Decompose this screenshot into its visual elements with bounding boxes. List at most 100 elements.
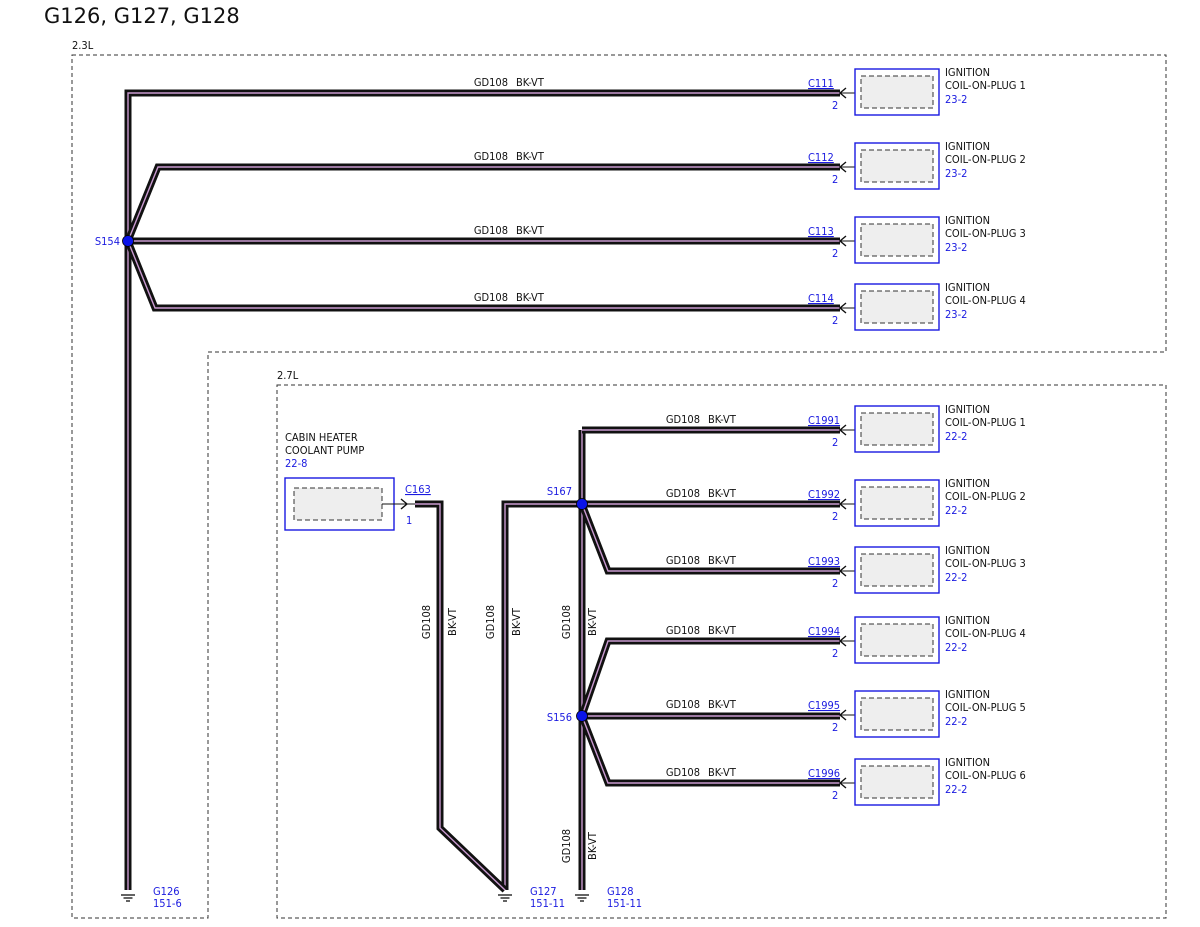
- pin-label: 2: [832, 247, 838, 260]
- splice-s154-label: S154: [95, 235, 120, 248]
- region-label-2-7l: 2.7L: [277, 369, 299, 382]
- pin-label: 2: [832, 436, 838, 449]
- wire-label-27-5-color: BK-VT: [708, 698, 737, 711]
- connector-label: C114: [808, 292, 834, 305]
- pin-label: 2: [832, 173, 838, 186]
- wire-label-23-2-circuit: GD108: [474, 150, 508, 163]
- component-name-line2: COIL-ON-PLUG 6: [945, 769, 1026, 782]
- wire-label-s167-vert-color: BK-VT: [510, 607, 523, 636]
- connector-label: C1992: [808, 488, 840, 501]
- wire-label-pump-vert-color: BK-VT: [446, 607, 459, 636]
- wire-label-23-3-circuit: GD108: [474, 224, 508, 237]
- component-name-line2: COIL-ON-PLUG 2: [945, 153, 1026, 166]
- ground-g128-id: G128: [607, 885, 634, 898]
- component-name-line1: IGNITION: [945, 281, 990, 294]
- pump-connector-label: C163: [405, 483, 431, 496]
- wire-gd108-c1996: [578, 714, 840, 787]
- wire-label-27-2-circuit: GD108: [666, 487, 700, 500]
- component-name-line2: COIL-ON-PLUG 3: [945, 227, 1026, 240]
- wire-gd108-c163-g127: [415, 500, 508, 893]
- pin-label: 2: [832, 577, 838, 590]
- component-name-line1: IGNITION: [945, 403, 990, 416]
- wire-label-23-4-color: BK-VT: [516, 291, 545, 304]
- wire-label-27-1-color: BK-VT: [708, 413, 737, 426]
- component-name-line1: IGNITION: [945, 66, 990, 79]
- connector-label: C1995: [808, 699, 840, 712]
- connector-label: C112: [808, 151, 834, 164]
- wire-label-27-6-color: BK-VT: [708, 766, 737, 779]
- wire-label-23-4-circuit: GD108: [474, 291, 508, 304]
- wire-label-27-5-circuit: GD108: [666, 698, 700, 711]
- wire-label-trunk-vert-upper-color: BK-VT: [586, 607, 599, 636]
- pin-label: 2: [832, 314, 838, 327]
- wire-gd108-s167-g127: [501, 500, 582, 890]
- splice-s167-label: S167: [547, 485, 572, 498]
- component-ref: 22-2: [945, 430, 967, 443]
- splice-s154: S154: [95, 235, 134, 248]
- component-name-line2: COIL-ON-PLUG 4: [945, 294, 1026, 307]
- component-name-line1: IGNITION: [945, 214, 990, 227]
- component-ref: 22-2: [945, 504, 967, 517]
- component-ref: 22-2: [945, 715, 967, 728]
- wire-gd108-c112: [124, 163, 840, 243]
- connector-label: C1991: [808, 414, 840, 427]
- wire-gd108-c1993: [578, 502, 840, 575]
- connector-label: C113: [808, 225, 834, 238]
- wire-label-27-6-circuit: GD108: [666, 766, 700, 779]
- component-name-line2: COIL-ON-PLUG 1: [945, 416, 1026, 429]
- component-ref: 23-2: [945, 308, 967, 321]
- wire-gd108-c111: [124, 89, 840, 890]
- component-ref: 22-2: [945, 571, 967, 584]
- pin-label: 2: [832, 510, 838, 523]
- component-name-line2: COIL-ON-PLUG 1: [945, 79, 1026, 92]
- splice-s156-label: S156: [547, 711, 572, 724]
- splice-s167: S167: [547, 485, 588, 510]
- wire-label-23-2-color: BK-VT: [516, 150, 545, 163]
- component-name-line2: COIL-ON-PLUG 4: [945, 627, 1026, 640]
- component-name-line1: IGNITION: [945, 477, 990, 490]
- component-name-line2: COIL-ON-PLUG 2: [945, 490, 1026, 503]
- wire-label-23-3-color: BK-VT: [516, 224, 545, 237]
- component-name-line2: COIL-ON-PLUG 3: [945, 557, 1026, 570]
- component-name-line1: IGNITION: [945, 544, 990, 557]
- wire-label-27-3-color: BK-VT: [708, 554, 737, 567]
- splice-s156: S156: [547, 710, 588, 724]
- wire-label-27-1-circuit: GD108: [666, 413, 700, 426]
- component-name-line1: IGNITION: [945, 614, 990, 627]
- wire-label-27-4-color: BK-VT: [708, 624, 737, 637]
- connector-label: C1993: [808, 555, 840, 568]
- component-ref: 23-2: [945, 241, 967, 254]
- ground-g126-ref: 151-6: [153, 897, 182, 910]
- pump-pin-label: 1: [406, 514, 412, 527]
- pump-name-line1: CABIN HEATER: [285, 431, 358, 444]
- pump-name-line2: COOLANT PUMP: [285, 444, 364, 457]
- wire-gd108-c1994: [578, 637, 840, 718]
- wire-gd108-c114: [124, 239, 840, 312]
- ground-g126-id: G126: [153, 885, 180, 898]
- pin-label: 2: [832, 789, 838, 802]
- wire-label-23-1-circuit: GD108: [474, 76, 508, 89]
- wire-label-trunk-vert-lower-color: BK-VT: [586, 831, 599, 860]
- page-title: G126, G127, G128: [44, 4, 240, 28]
- pin-label: 2: [832, 647, 838, 660]
- wire-label-23-1-color: BK-VT: [516, 76, 545, 89]
- component-name-line1: IGNITION: [945, 140, 990, 153]
- wire-label-27-4-circuit: GD108: [666, 624, 700, 637]
- pump-ref: 22-8: [285, 457, 307, 470]
- component-ref: 23-2: [945, 93, 967, 106]
- wire-label-s167-vert-circuit: GD108: [484, 605, 497, 639]
- connector-label: C1994: [808, 625, 840, 638]
